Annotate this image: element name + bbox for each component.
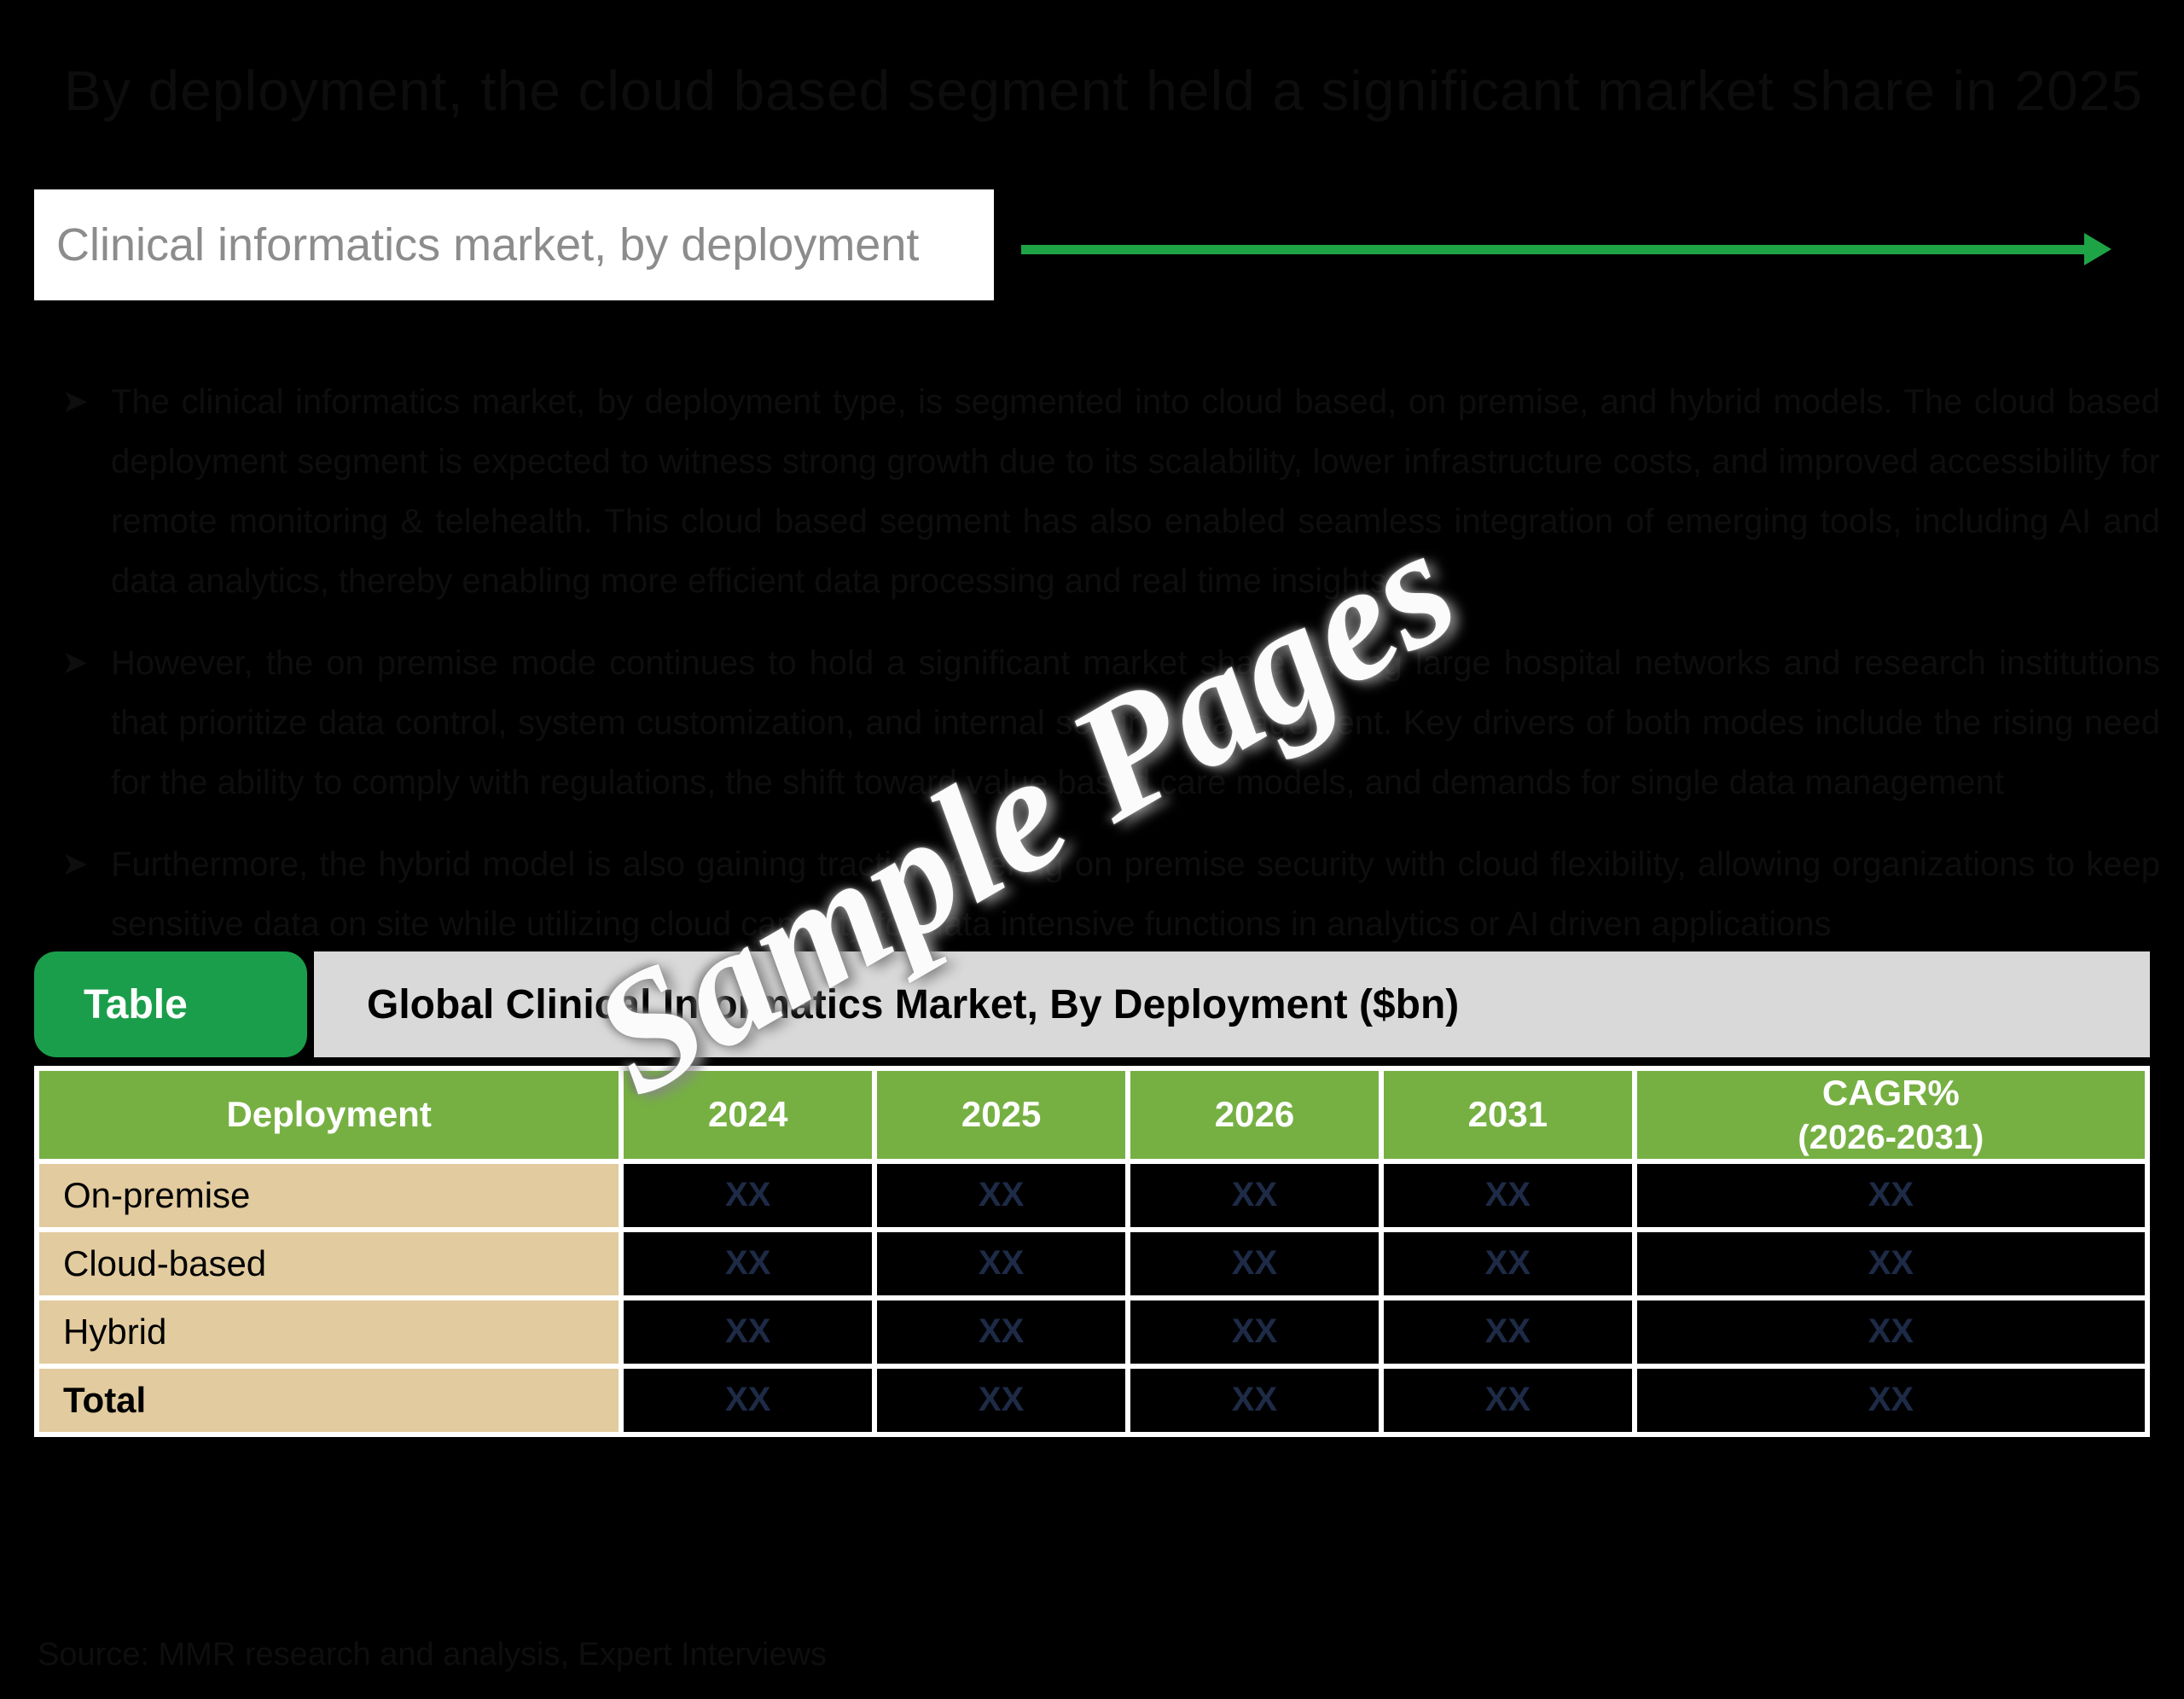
cagr-sublabel: (2026-2031) xyxy=(1798,1118,1984,1156)
bullet-item: ➤ However, the on premise mode continues… xyxy=(61,633,2160,812)
cell-value: XX xyxy=(1631,1363,2151,1437)
cell-value: XX xyxy=(872,1363,1131,1437)
cell-value: XX xyxy=(1125,1363,1384,1437)
table-row: Hybrid XX XX XX XX XX xyxy=(33,1295,2151,1369)
table-header-row: Deployment 2024 2025 2026 2031 CAGR% (20… xyxy=(33,1066,2151,1164)
cell-value: XX xyxy=(872,1295,1131,1369)
section-banner: Clinical informatics market, by deployme… xyxy=(34,189,994,300)
cell-value: XX xyxy=(1125,1226,1384,1300)
col-header-2025: 2025 xyxy=(872,1066,1131,1164)
table-row-total: Total XX XX XX XX XX xyxy=(33,1363,2151,1437)
section-banner-label: Clinical informatics market, by deployme… xyxy=(56,219,920,271)
cell-value: XX xyxy=(1378,1226,1637,1300)
cell-value: XX xyxy=(619,1363,878,1437)
source-note: Source: MMR research and analysis, Exper… xyxy=(38,1637,828,1673)
row-label-cloud-based: Cloud-based xyxy=(33,1226,624,1300)
cell-value: XX xyxy=(1378,1295,1637,1369)
cell-value: XX xyxy=(1631,1158,2151,1232)
bullet-item: ➤ The clinical informatics market, by de… xyxy=(61,372,2160,611)
cell-value: XX xyxy=(1378,1363,1637,1437)
cell-value: XX xyxy=(872,1158,1131,1232)
table-title: Global Clinical Informatics Market, By D… xyxy=(314,951,2150,1057)
cagr-label: CAGR% xyxy=(1821,1073,1960,1113)
bullet-arrow-icon: ➤ xyxy=(61,847,89,882)
table-titlebar: Table Global Clinical Informatics Market… xyxy=(34,951,2150,1057)
green-arrow-line xyxy=(1021,245,2086,254)
table-tag-badge: Table xyxy=(34,951,307,1057)
bullet-arrow-icon: ➤ xyxy=(61,384,89,420)
green-arrow-head-icon xyxy=(2084,233,2111,265)
cell-value: XX xyxy=(1631,1295,2151,1369)
table-section: Table Global Clinical Informatics Market… xyxy=(33,951,2151,1437)
bullet-item: ➤ Furthermore, the hybrid model is also … xyxy=(61,835,2160,954)
col-header-2026: 2026 xyxy=(1125,1066,1384,1164)
col-header-deployment: Deployment xyxy=(33,1066,624,1164)
table-row: Cloud-based XX XX XX XX XX xyxy=(33,1226,2151,1300)
page-title: By deployment, the cloud based segment h… xyxy=(64,59,2144,122)
bullet-list: ➤ The clinical informatics market, by de… xyxy=(61,372,2160,976)
cell-value: XX xyxy=(619,1158,878,1232)
bullet-text: Furthermore, the hybrid model is also ga… xyxy=(111,846,2160,943)
row-label-hybrid: Hybrid xyxy=(33,1295,624,1369)
col-header-2031: 2031 xyxy=(1378,1066,1637,1164)
cell-value: XX xyxy=(1125,1158,1384,1232)
cell-value: XX xyxy=(1125,1295,1384,1369)
deployment-table: Deployment 2024 2025 2026 2031 CAGR% (20… xyxy=(33,1066,2151,1437)
cell-value: XX xyxy=(1631,1226,2151,1300)
col-header-2024: 2024 xyxy=(619,1066,878,1164)
col-header-cagr: CAGR% (2026-2031) xyxy=(1631,1066,2151,1164)
cell-value: XX xyxy=(619,1295,878,1369)
table-row: On-premise XX XX XX XX XX xyxy=(33,1158,2151,1232)
cell-value: XX xyxy=(619,1226,878,1300)
cell-value: XX xyxy=(1378,1158,1637,1232)
cell-value: XX xyxy=(872,1226,1131,1300)
bullet-arrow-icon: ➤ xyxy=(61,645,89,681)
bullet-text: The clinical informatics market, by depl… xyxy=(111,383,2160,600)
bullet-text: However, the on premise mode continues t… xyxy=(111,644,2160,801)
row-label-total: Total xyxy=(33,1363,624,1437)
row-label-on-premise: On-premise xyxy=(33,1158,624,1232)
